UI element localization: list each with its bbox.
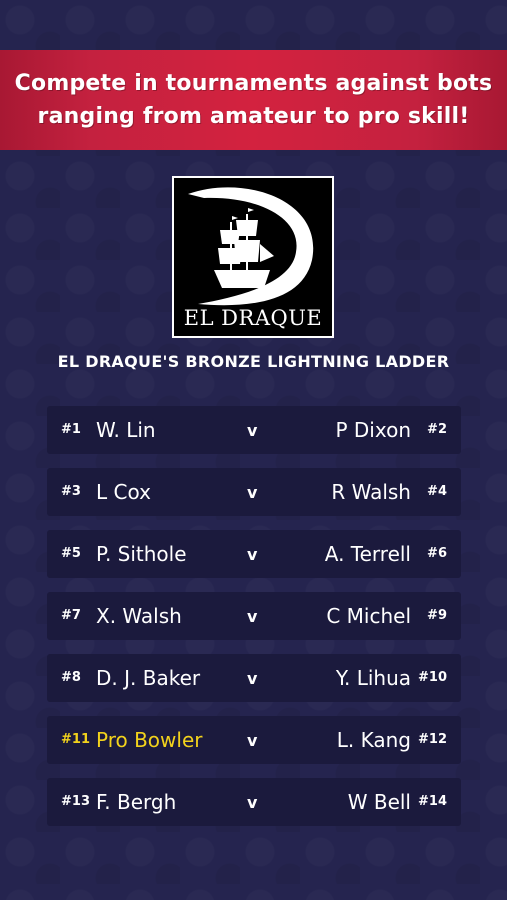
right-seed: #9 bbox=[427, 608, 447, 623]
versus-label: v bbox=[247, 607, 258, 626]
versus-label: v bbox=[247, 669, 258, 688]
versus-label: v bbox=[247, 421, 258, 440]
ship-logo-icon bbox=[188, 187, 314, 306]
match-row[interactable]: #7 X. Walsh v C Michel #9 bbox=[47, 592, 461, 640]
left-player-name: X. Walsh bbox=[96, 604, 182, 628]
left-player-name: Pro Bowler bbox=[96, 728, 203, 752]
right-player-name: L. Kang bbox=[336, 728, 411, 752]
right-seed: #12 bbox=[418, 732, 447, 747]
left-seed: #8 bbox=[61, 670, 81, 685]
left-player-name: W. Lin bbox=[96, 418, 156, 442]
left-seed: #1 bbox=[61, 422, 81, 437]
ladder-title: EL DRAQUE'S BRONZE LIGHTNING LADDER bbox=[57, 352, 450, 371]
left-seed: #11 bbox=[61, 732, 90, 747]
match-row[interactable]: #13 F. Bergh v W Bell #14 bbox=[47, 778, 461, 826]
right-seed: #14 bbox=[418, 794, 447, 809]
right-player-name: P Dixon bbox=[335, 418, 411, 442]
match-row[interactable]: #5 P. Sithole v A. Terrell #6 bbox=[47, 530, 461, 578]
match-row[interactable]: #3 L Cox v R Walsh #4 bbox=[47, 468, 461, 516]
right-player-name: C Michel bbox=[326, 604, 411, 628]
versus-label: v bbox=[247, 793, 258, 812]
left-player-name: L Cox bbox=[96, 480, 151, 504]
match-row[interactable]: #1 W. Lin v P Dixon #2 bbox=[47, 406, 461, 454]
left-player-name: F. Bergh bbox=[96, 790, 177, 814]
right-seed: #10 bbox=[418, 670, 447, 685]
left-seed: #3 bbox=[61, 484, 81, 499]
logo-text: EL DRAQUE bbox=[183, 306, 323, 330]
versus-label: v bbox=[247, 731, 258, 750]
versus-label: v bbox=[247, 545, 258, 564]
left-player-name: D. J. Baker bbox=[96, 666, 201, 690]
versus-label: v bbox=[247, 483, 258, 502]
left-player-name: P. Sithole bbox=[96, 542, 187, 566]
right-player-name: Y. Lihua bbox=[335, 666, 411, 690]
right-player-name: W Bell bbox=[347, 790, 411, 814]
right-player-name: A. Terrell bbox=[324, 542, 411, 566]
right-player-name: R Walsh bbox=[331, 480, 411, 504]
match-row-highlighted[interactable]: #11 Pro Bowler v L. Kang #12 bbox=[47, 716, 461, 764]
right-seed: #4 bbox=[427, 484, 447, 499]
right-seed: #6 bbox=[427, 546, 447, 561]
left-seed: #7 bbox=[61, 608, 81, 623]
promo-banner-text: Compete in tournaments against bots rang… bbox=[14, 71, 493, 129]
promo-banner: Compete in tournaments against bots rang… bbox=[0, 50, 507, 150]
left-seed: #5 bbox=[61, 546, 81, 561]
left-seed: #13 bbox=[61, 794, 90, 809]
club-logo: EL DRAQUE bbox=[172, 176, 334, 338]
match-row[interactable]: #8 D. J. Baker v Y. Lihua #10 bbox=[47, 654, 461, 702]
right-seed: #2 bbox=[427, 422, 447, 437]
